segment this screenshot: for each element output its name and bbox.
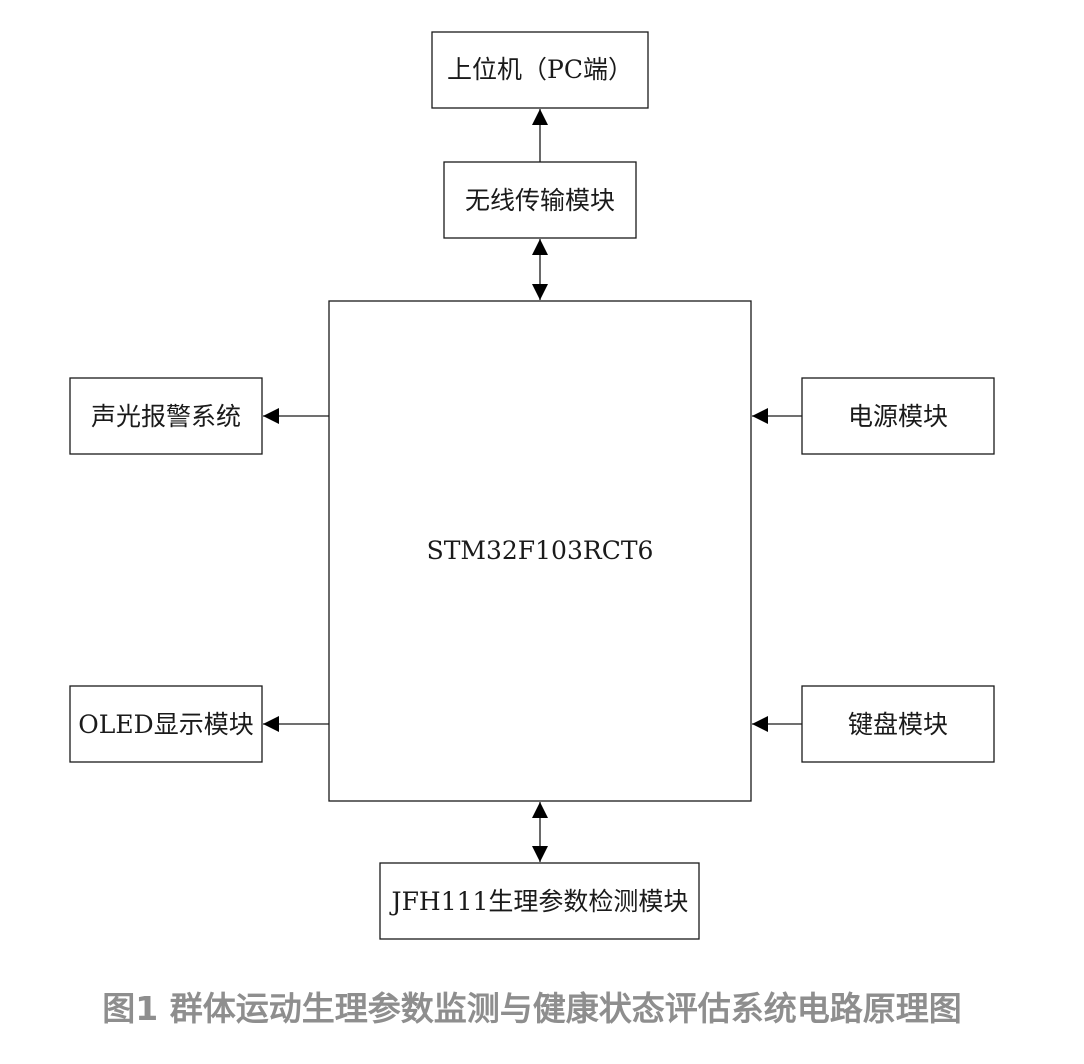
alarm-system-label: 声光报警系统 bbox=[91, 402, 241, 431]
oled-module-box: OLED显示模块 bbox=[69, 685, 263, 763]
pc-host-box: 上位机（PC端） bbox=[431, 31, 649, 109]
mcu-label: STM32F103RCT6 bbox=[427, 536, 654, 565]
power-module-box: 电源模块 bbox=[801, 377, 995, 455]
keyboard-module-box: 键盘模块 bbox=[801, 685, 995, 763]
keyboard-module-label: 键盘模块 bbox=[848, 710, 948, 739]
mcu-box: STM32F103RCT6 bbox=[328, 300, 752, 802]
figure-caption: 图1 群体运动生理参数监测与健康状态评估系统电路原理图 bbox=[102, 989, 961, 1028]
wireless-module-box: 无线传输模块 bbox=[443, 161, 637, 239]
pc-host-label: 上位机（PC端） bbox=[447, 55, 633, 84]
power-module-label: 电源模块 bbox=[848, 402, 948, 431]
alarm-system-box: 声光报警系统 bbox=[69, 377, 263, 455]
sensor-module-box: JFH111生理参数检测模块 bbox=[379, 862, 700, 940]
wireless-module-label: 无线传输模块 bbox=[465, 186, 615, 215]
sensor-module-label: JFH111生理参数检测模块 bbox=[389, 887, 689, 916]
oled-module-label: OLED显示模块 bbox=[78, 710, 253, 739]
